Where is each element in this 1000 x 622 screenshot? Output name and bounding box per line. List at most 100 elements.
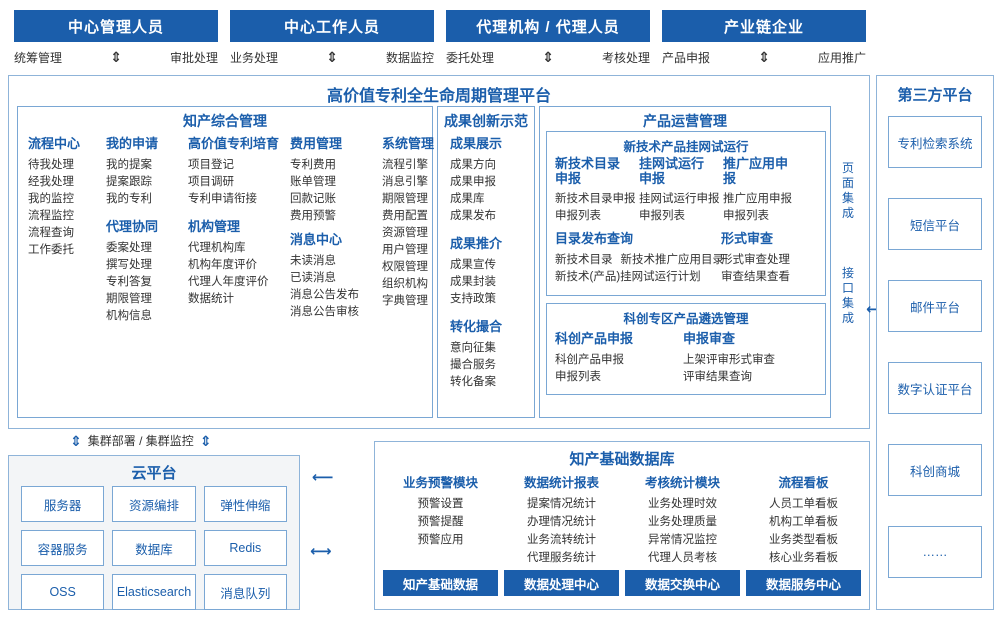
menu-item[interactable]: 经我处理 xyxy=(28,176,74,188)
menu-item[interactable]: 成果宣传 xyxy=(450,259,496,271)
menu-item[interactable]: 流程引擎 xyxy=(382,159,428,171)
cloud-cell-orchestration[interactable]: 资源编排 xyxy=(112,486,196,522)
menu-item[interactable]: 机构信息 xyxy=(106,310,152,322)
cloud-cell-container[interactable]: 容器服务 xyxy=(21,530,105,566)
menu-item[interactable]: 用户管理 xyxy=(382,244,428,256)
third-party-item-patent-search[interactable]: 专利检索系统 xyxy=(888,116,982,168)
menu-item[interactable]: 评审结果查询 xyxy=(683,371,752,383)
menu-item[interactable]: 工作委托 xyxy=(28,244,74,256)
menu-item[interactable]: 科创产品申报 xyxy=(555,354,624,366)
menu-item[interactable]: 回款记账 xyxy=(290,193,336,205)
menu-item[interactable]: 推广应用申报 xyxy=(723,193,792,205)
cloud-cell-autoscaling[interactable]: 弹性伸缩 xyxy=(203,486,287,522)
menu-item[interactable]: 转化备案 xyxy=(450,376,496,388)
db-item[interactable]: 代理人员考核 xyxy=(648,552,717,564)
menu-item[interactable]: 已读消息 xyxy=(290,272,336,284)
third-party-item-sms[interactable]: 短信平台 xyxy=(888,198,982,250)
menu-item[interactable]: 代理机构库 xyxy=(188,242,246,254)
cloud-cell-oss[interactable]: OSS xyxy=(21,574,105,610)
menu-item[interactable]: 机构年度评价 xyxy=(188,259,257,271)
menu-item[interactable]: 成果封装 xyxy=(450,276,496,288)
menu-item[interactable]: 申报列表 xyxy=(555,371,601,383)
role-box-2[interactable]: 代理机构 / 代理人员 xyxy=(446,10,650,42)
menu-item[interactable]: 组织机构 xyxy=(382,278,428,290)
db-item[interactable]: 预警设置 xyxy=(417,498,464,510)
menu-item[interactable]: 消息引擎 xyxy=(382,176,428,188)
cloud-cell-server[interactable]: 服务器 xyxy=(21,486,105,522)
menu-item[interactable]: 费用预警 xyxy=(290,210,336,222)
menu-item[interactable]: 待我处理 xyxy=(28,159,74,171)
menu-item[interactable]: 代理人年度评价 xyxy=(188,276,269,288)
menu-item[interactable]: 提案跟踪 xyxy=(106,176,152,188)
menu-item[interactable]: 消息公告发布 xyxy=(290,289,359,301)
db-bottom-service-center[interactable]: 数据服务中心 xyxy=(746,570,861,596)
menu-item[interactable]: 申报列表 xyxy=(555,210,601,222)
cloud-cell-elasticsearch[interactable]: Elasticsearch xyxy=(112,574,196,610)
db-item[interactable]: 核心业务看板 xyxy=(769,552,838,564)
menu-item[interactable]: 我的专利 xyxy=(106,193,152,205)
db-item[interactable]: 业务处理时效 xyxy=(648,498,717,510)
db-item[interactable]: 机构工单看板 xyxy=(769,516,838,528)
menu-item[interactable]: 成果发布 xyxy=(450,210,496,222)
cloud-cell-redis[interactable]: Redis xyxy=(203,530,287,566)
menu-item[interactable]: 专利费用 xyxy=(290,159,336,171)
menu-item[interactable]: 形式审查处理 xyxy=(721,254,790,266)
menu-item[interactable]: 成果方向 xyxy=(450,159,496,171)
db-item[interactable]: 异常情况监控 xyxy=(648,534,717,546)
db-item[interactable]: 代理服务统计 xyxy=(527,552,596,564)
menu-item[interactable]: 新技术推广应用目录 xyxy=(620,254,725,266)
menu-item[interactable]: 委案处理 xyxy=(106,242,152,254)
third-party-item-more[interactable]: …… xyxy=(888,526,982,578)
db-bottom-exchange-center[interactable]: 数据交换中心 xyxy=(625,570,740,596)
role-box-1[interactable]: 中心工作人员 xyxy=(230,10,434,42)
third-party-item-innovation-mall[interactable]: 科创商城 xyxy=(888,444,982,496)
role-box-0[interactable]: 中心管理人员 xyxy=(14,10,218,42)
menu-item[interactable]: 意向征集 xyxy=(450,342,496,354)
menu-item[interactable]: 账单管理 xyxy=(290,176,336,188)
menu-item[interactable]: 专利答复 xyxy=(106,276,152,288)
menu-item[interactable]: 上架评审形式审查 xyxy=(683,354,775,366)
menu-item[interactable]: 期限管理 xyxy=(106,293,152,305)
menu-item[interactable]: 审查结果查看 xyxy=(721,271,790,283)
menu-item[interactable]: 申报列表 xyxy=(639,210,685,222)
db-item[interactable]: 人员工单看板 xyxy=(769,498,838,510)
menu-item[interactable]: 消息公告审核 xyxy=(290,306,359,318)
menu-item[interactable]: 撰写处理 xyxy=(106,259,152,271)
menu-item[interactable]: 项目调研 xyxy=(188,176,234,188)
db-bottom-base-data[interactable]: 知产基础数据 xyxy=(383,570,498,596)
menu-item[interactable]: 字典管理 xyxy=(382,295,428,307)
cloud-cell-message-queue[interactable]: 消息队列 xyxy=(203,574,287,610)
menu-item[interactable]: 资源管理 xyxy=(382,227,428,239)
menu-item[interactable]: 成果申报 xyxy=(450,176,496,188)
menu-item[interactable]: 期限管理 xyxy=(382,193,428,205)
menu-item[interactable]: 数据统计 xyxy=(188,293,234,305)
menu-item[interactable]: 挂网试运行申报 xyxy=(639,193,720,205)
db-item[interactable]: 业务流转统计 xyxy=(527,534,596,546)
menu-item[interactable]: 项目登记 xyxy=(188,159,234,171)
menu-item[interactable]: 费用配置 xyxy=(382,210,428,222)
menu-item[interactable]: 未读消息 xyxy=(290,255,336,267)
menu-item[interactable]: 成果库 xyxy=(450,193,485,205)
db-item[interactable]: 预警应用 xyxy=(417,534,464,546)
menu-item[interactable]: 撮合服务 xyxy=(450,359,496,371)
menu-item[interactable]: 申报列表 xyxy=(723,210,769,222)
db-bottom-processing-center[interactable]: 数据处理中心 xyxy=(504,570,619,596)
menu-item[interactable]: 我的提案 xyxy=(106,159,152,171)
menu-item[interactable]: 新技术目录申报 xyxy=(555,193,636,205)
third-party-item-digital-cert[interactable]: 数字认证平台 xyxy=(888,362,982,414)
menu-item[interactable]: 我的监控 xyxy=(28,193,74,205)
db-item[interactable]: 业务处理质量 xyxy=(648,516,717,528)
db-item[interactable]: 业务类型看板 xyxy=(769,534,838,546)
menu-item[interactable]: 权限管理 xyxy=(382,261,428,273)
menu-item[interactable]: 新技术(产品)挂网试运行计划 xyxy=(555,271,701,283)
db-item[interactable]: 办理情况统计 xyxy=(527,516,596,528)
menu-item[interactable]: 专利申请衔接 xyxy=(188,193,257,205)
menu-item[interactable]: 流程监控 xyxy=(28,210,74,222)
menu-item[interactable]: 新技术目录 xyxy=(555,254,613,266)
third-party-item-email[interactable]: 邮件平台 xyxy=(888,280,982,332)
db-item[interactable]: 提案情况统计 xyxy=(527,498,596,510)
cloud-cell-database[interactable]: 数据库 xyxy=(112,530,196,566)
menu-item[interactable]: 支持政策 xyxy=(450,293,496,305)
menu-item[interactable]: 流程查询 xyxy=(28,227,74,239)
db-item[interactable]: 预警提醒 xyxy=(417,516,464,528)
